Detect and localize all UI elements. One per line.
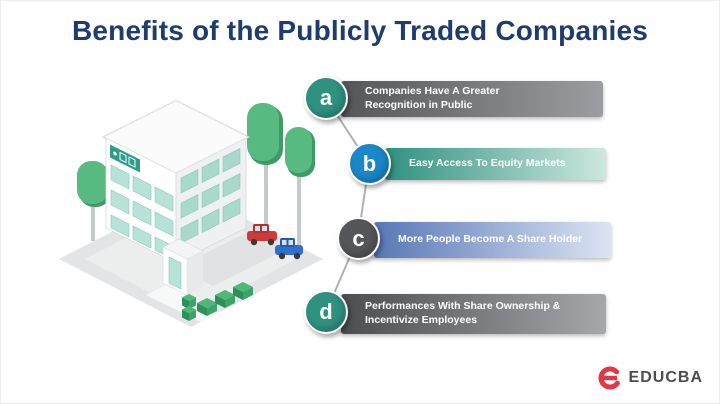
tree-icon [77,161,111,241]
windows [180,148,241,244]
entrance [162,238,204,296]
benefit-text-c: More People Become A Share Holder [398,233,583,246]
benefit-letter-c: c [352,225,365,251]
page-title: Benefits of the Publicly Traded Companie… [71,15,649,46]
hedge [197,282,253,316]
benefit-banner-c: More People Become A Share Holder [374,222,611,258]
benefit-banner-a: Companies Have A Greater Recognition in … [341,81,603,117]
benefit-letter-d: d [319,299,333,324]
educba-logo: EDUCBA [597,365,703,391]
benefit-banner-d: Performances With Share Ownership & Ince… [341,294,606,334]
door [168,256,182,290]
logo-text: EDUCBA [628,369,703,386]
benefit-letter-a: a [319,85,333,110]
benefit-letter-b: b [362,150,377,176]
benefit-badge-c: c [337,217,380,260]
benefit-badge-d: d [304,290,348,334]
benefit-badge-b: b [348,142,391,185]
tree-icon [247,103,283,225]
benefit-banner-b: Easy Access To Equity Markets [385,148,606,180]
benefit-text-b: Easy Access To Equity Markets [409,157,566,170]
blue-car-icon [275,238,303,260]
benefit-badge-a: a [304,76,348,120]
benefit-text-d: Performances With Share Ownership & Ince… [365,300,561,326]
benefit-text-a: Companies Have A Greater Recognition in … [365,85,500,111]
educba-logo-icon [598,366,622,390]
building-illustration [59,99,323,327]
red-car-icon [247,224,277,246]
tree-icon [285,127,315,245]
plant-pole [182,294,196,321]
windows [110,164,174,260]
